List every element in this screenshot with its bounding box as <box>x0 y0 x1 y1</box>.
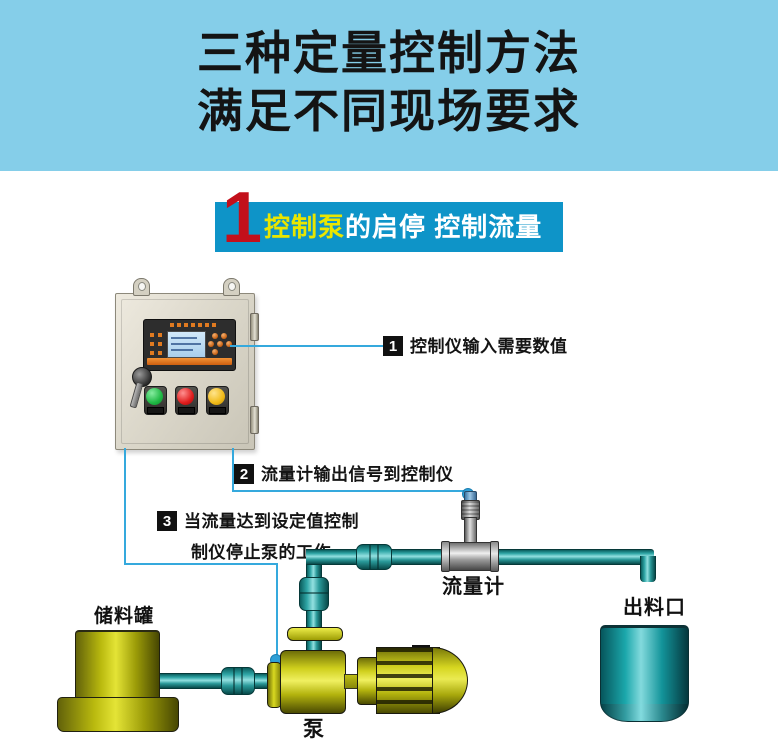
lcd-text-line <box>171 349 193 351</box>
callout-2-number: 2 <box>234 464 254 484</box>
label-flow-meter: 流量计 <box>442 576 505 598</box>
instrument-orange-stripe <box>147 358 232 365</box>
panel-button <box>208 341 214 347</box>
stop-button-red <box>175 386 198 415</box>
label-outlet: 出料口 <box>623 597 686 619</box>
ear-hole <box>138 282 146 291</box>
flow-meter-left-cap <box>441 541 450 572</box>
callout-1-text: 控制仪输入需要数值 <box>410 337 568 356</box>
pump-top-flange <box>287 627 343 641</box>
lcd-display <box>167 331 206 358</box>
callout-1-number: 1 <box>383 336 403 356</box>
header-band: 三种定量控制方法 满足不同现场要求 <box>0 0 778 171</box>
label-pump: 泵 <box>303 718 325 739</box>
union-notch <box>233 668 235 694</box>
mount-ear-left <box>133 278 150 296</box>
leader-line-3-vertical-1 <box>124 448 126 565</box>
ear-hole <box>228 282 236 291</box>
cabinet-door-seam <box>121 299 249 444</box>
hinge-bottom <box>250 406 259 434</box>
union-notch <box>241 668 243 694</box>
pipe-union-suction <box>221 667 255 695</box>
motor-body <box>376 647 440 714</box>
section-banner <box>215 202 563 252</box>
flow-meter-neck <box>464 517 477 545</box>
flow-meter-tee <box>444 542 496 571</box>
lcd-text-line <box>171 343 201 345</box>
panel-button <box>221 333 227 339</box>
section-banner-title: 控制泵的启停 控制流量 <box>264 202 542 252</box>
callout-2-text: 流量计输出信号到控制仪 <box>261 465 454 484</box>
banner-rest-text: 的启停 控制流量 <box>345 212 543 242</box>
yellow-button-cap <box>208 388 225 405</box>
control-cabinet <box>115 278 259 450</box>
lcd-text-line <box>171 337 197 339</box>
panel-button <box>212 349 218 355</box>
storage-tank-base <box>57 697 179 732</box>
button-label-plate <box>178 407 195 414</box>
flow-controller-instrument <box>143 319 236 371</box>
callout-3-text-line1: 当流量达到设定值控制 <box>184 512 359 531</box>
panel-button <box>217 341 223 347</box>
pump-body <box>280 650 346 714</box>
banner-highlight-text: 控制泵 <box>264 212 346 242</box>
mount-ear-right <box>223 278 240 296</box>
leader-line-2-vertical <box>232 448 234 492</box>
storage-tank-body <box>75 630 160 703</box>
page-title-line1: 三种定量控制方法 <box>197 27 581 79</box>
leader-line-1 <box>230 345 383 347</box>
button-label-plate <box>209 407 226 414</box>
callout-2: 2 流量计输出信号到控制仪 <box>234 464 454 486</box>
pipe-outlet-stub <box>640 556 656 582</box>
led-column-2 <box>158 333 162 359</box>
pipe-union-riser <box>299 577 329 611</box>
red-button-cap <box>177 388 194 405</box>
alarm-button-yellow <box>206 386 229 415</box>
flow-meter-right-cap <box>490 541 499 572</box>
button-label-plate <box>147 407 164 414</box>
pipe-union-main <box>356 544 392 570</box>
union-notch <box>300 592 328 594</box>
callout-3-number: 3 <box>157 511 177 531</box>
union-notch <box>377 545 379 569</box>
page-title-line2: 满足不同现场要求 <box>197 85 581 137</box>
leader-line-3-horizontal <box>124 563 278 565</box>
panel-button <box>212 333 218 339</box>
indicator-row <box>170 323 218 327</box>
outlet-bottom-band <box>601 704 688 721</box>
callout-1: 1 控制仪输入需要数值 <box>383 336 568 358</box>
union-notch <box>369 545 371 569</box>
callout-3-text-line2: 制仪停止泵的工作 <box>191 543 331 562</box>
callout-3: 3 当流量达到设定值控制 <box>157 511 359 533</box>
leader-line-2-horizontal <box>232 490 466 492</box>
led-column-1 <box>150 333 154 359</box>
motor-cooling-fins <box>377 648 439 713</box>
leader-line-3-vertical-2 <box>276 563 278 657</box>
hinge-top <box>250 313 259 341</box>
section-number: 1 <box>222 178 263 258</box>
outlet-container <box>600 625 689 722</box>
label-storage-tank: 储料罐 <box>94 606 155 627</box>
panel-button <box>226 341 232 347</box>
start-button-green <box>144 386 167 415</box>
green-button-cap <box>146 388 163 405</box>
motor-end-dome <box>432 647 468 714</box>
